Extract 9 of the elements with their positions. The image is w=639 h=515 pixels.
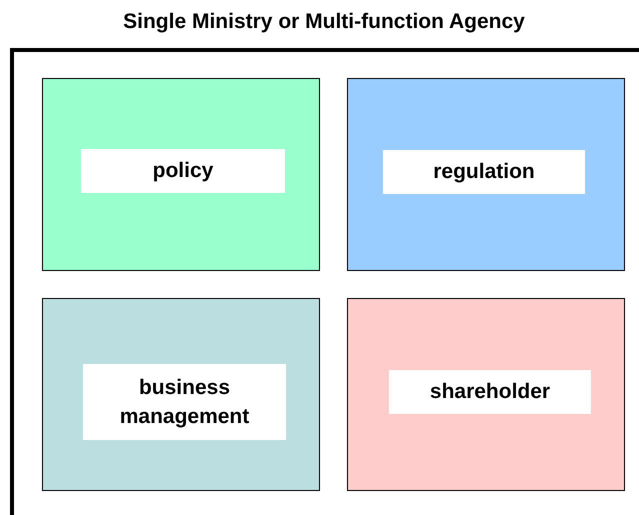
function-label: policy <box>81 149 285 193</box>
function-label: business management <box>83 364 286 440</box>
function-box <box>42 298 320 491</box>
function-label: shareholder <box>389 370 591 414</box>
function-box <box>347 78 625 271</box>
function-box <box>347 298 625 491</box>
function-box <box>42 78 320 271</box>
function-label: regulation <box>383 150 585 194</box>
frame-title: Single Ministry or Multi-function Agency <box>122 10 526 34</box>
